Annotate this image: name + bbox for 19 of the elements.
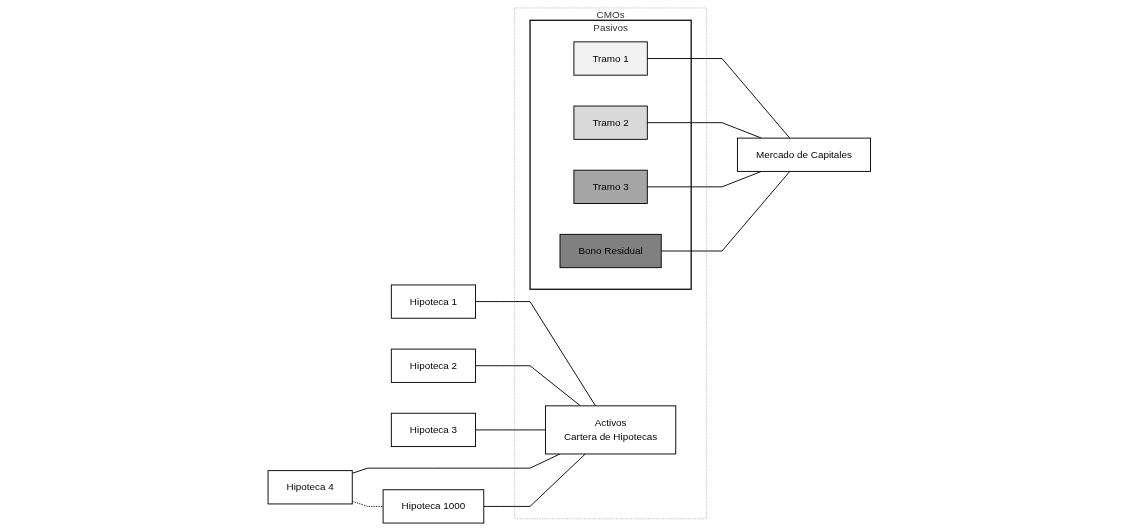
node-box: Tramo 2 <box>573 105 648 140</box>
node-box: Hipoteca 2 <box>391 348 477 383</box>
connector <box>475 429 547 431</box>
connector <box>475 365 582 407</box>
node-box: Hipoteca 3 <box>391 412 477 448</box>
node-box: Tramo 3 <box>573 169 648 204</box>
node-box: Hipoteca 1 <box>391 284 477 319</box>
connector <box>352 500 384 507</box>
node-box: Bono Residual <box>559 233 662 269</box>
node-box: Mercado de Capitales <box>737 137 872 172</box>
connector <box>483 453 586 507</box>
node-box: Activos Cartera de Hipotecas <box>545 405 677 455</box>
connector <box>647 58 791 139</box>
node-box: Hipoteca 4 <box>267 470 353 505</box>
connector <box>661 170 791 252</box>
node-box: Hipoteca 1000 <box>382 489 485 524</box>
node-box: Tramo 1 <box>573 41 648 76</box>
connector <box>475 301 597 407</box>
connector <box>352 453 561 474</box>
